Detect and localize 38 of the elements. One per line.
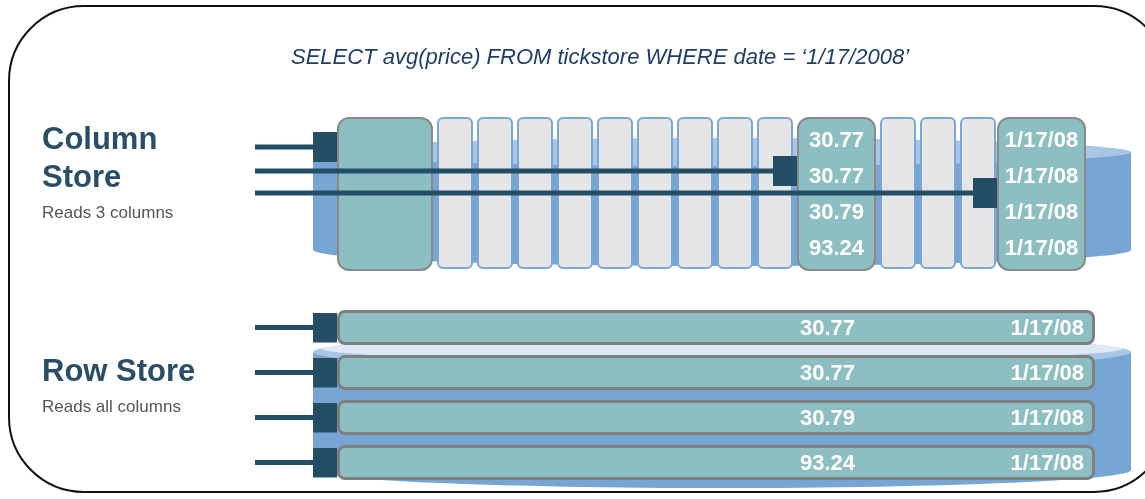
column-block: [880, 117, 916, 269]
column-block: [337, 117, 433, 271]
value-text: 1/17/08: [1010, 449, 1084, 477]
column-block: [920, 117, 956, 269]
value-text: 1/17/08: [1004, 162, 1079, 190]
column-block: [477, 117, 513, 269]
column-block: [597, 117, 633, 269]
column-block: [517, 117, 553, 269]
value-text: 1/17/08: [1004, 198, 1079, 226]
value-text: 30.77: [808, 126, 865, 154]
row-bar: [337, 445, 1095, 480]
value-text: 1/17/08: [1004, 126, 1079, 154]
query-title: SELECT avg(price) FROM tickstore WHERE date = ‘1/17/2008’: [289, 44, 911, 70]
section-heading: Column Store: [42, 120, 159, 196]
column-block: [637, 117, 673, 269]
value-text: 93.24: [800, 449, 856, 477]
value-text: 1/17/08: [1004, 234, 1079, 262]
column-block: [557, 117, 593, 269]
value-text: 30.77: [800, 359, 856, 387]
row-bar: [337, 310, 1095, 345]
column-block: [797, 117, 876, 271]
value-text: 1/17/08: [1010, 314, 1084, 342]
section-note: Reads all columns: [42, 397, 181, 417]
value-text: 30.79: [800, 404, 856, 432]
section-heading: Row Store: [42, 352, 196, 390]
row-bar: [337, 400, 1095, 435]
column-block: [717, 117, 753, 269]
value-text: 30.77: [808, 162, 865, 190]
column-block: [997, 117, 1086, 271]
value-text: 1/17/08: [1010, 404, 1084, 432]
column-block: [437, 117, 473, 269]
column-block: [677, 117, 713, 269]
value-text: 93.24: [808, 234, 865, 262]
value-text: 30.77: [800, 314, 856, 342]
value-text: 1/17/08: [1010, 359, 1084, 387]
section-note: Reads 3 columns: [42, 203, 174, 223]
value-text: 30.79: [808, 198, 865, 226]
row-bar: [337, 355, 1095, 390]
